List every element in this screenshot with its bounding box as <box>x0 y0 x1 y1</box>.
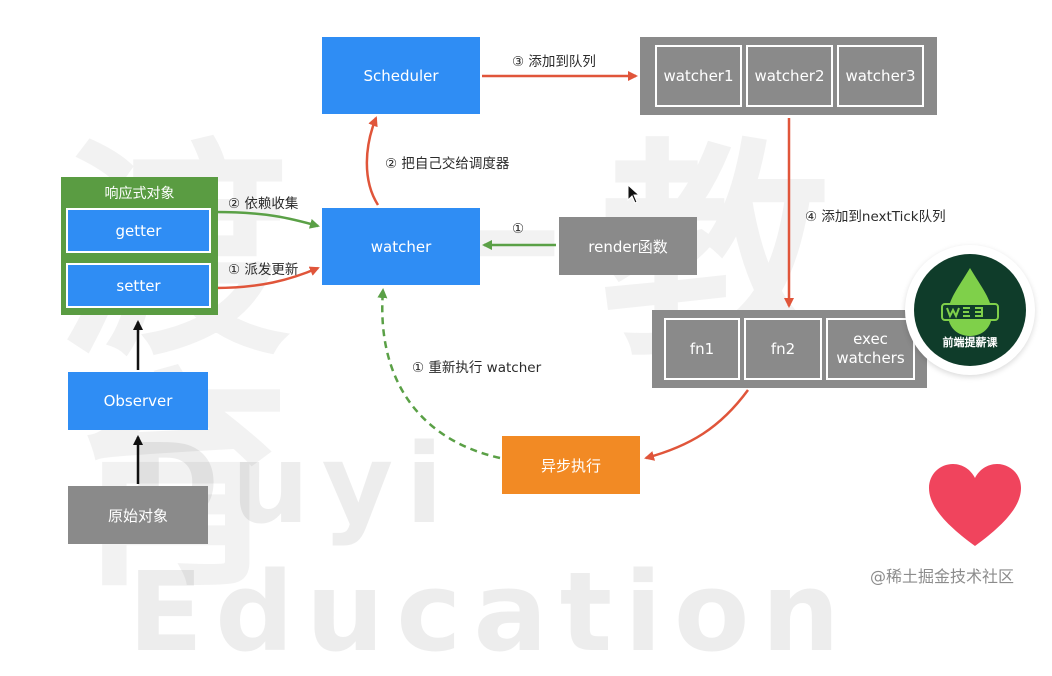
exec-label-line1: exec <box>853 330 888 349</box>
label-add-to-queue: ③ 添加到队列 <box>512 54 596 70</box>
render-function-box: render函数 <box>559 217 697 275</box>
tick-item-fn1: fn1 <box>664 318 740 380</box>
raw-object-box: 原始对象 <box>68 486 208 544</box>
observer-box: Observer <box>68 372 208 430</box>
edge-dispatch-update <box>214 266 320 290</box>
brand-logo-badge: 前端提薪课 <box>914 254 1026 366</box>
label-render-to-watcher: ① <box>512 221 525 237</box>
queue-item-watcher3: watcher3 <box>837 45 924 107</box>
label-give-to-scheduler: ② 把自己交给调度器 <box>385 156 510 172</box>
getter-box: getter <box>66 208 211 253</box>
async-execute-box: 异步执行 <box>502 436 640 494</box>
cursor-icon <box>627 184 641 204</box>
tick-item-exec-watchers: exec watchers <box>826 318 915 380</box>
edge-to-async <box>644 389 750 461</box>
heart-icon <box>929 464 1021 546</box>
tick-item-fn2: fn2 <box>744 318 822 380</box>
label-collect-deps: ② 依赖收集 <box>228 196 299 212</box>
label-dispatch-update: ① 派发更新 <box>228 262 299 278</box>
edge-give-to-scheduler <box>365 116 380 206</box>
edge-rerun-watcher <box>377 288 501 460</box>
reactive-object-title: 响应式对象 <box>104 186 175 202</box>
scheduler-box: Scheduler <box>322 37 480 114</box>
setter-box: setter <box>66 263 211 308</box>
label-rerun-watcher: ① 重新执行 watcher <box>412 360 542 376</box>
exec-label-line2: watchers <box>836 349 905 367</box>
watcher-box: watcher <box>322 208 480 285</box>
logo-caption: 前端提薪课 <box>942 336 998 349</box>
queue-item-watcher1: watcher1 <box>655 45 742 107</box>
edge-collect-deps <box>214 210 320 229</box>
drop-icon <box>941 268 999 336</box>
arrow-layer <box>133 71 794 484</box>
label-add-to-nexttick: ④ 添加到nextTick队列 <box>805 209 946 225</box>
queue-item-watcher2: watcher2 <box>746 45 833 107</box>
brand-logo: 前端提薪课 <box>905 245 1035 375</box>
